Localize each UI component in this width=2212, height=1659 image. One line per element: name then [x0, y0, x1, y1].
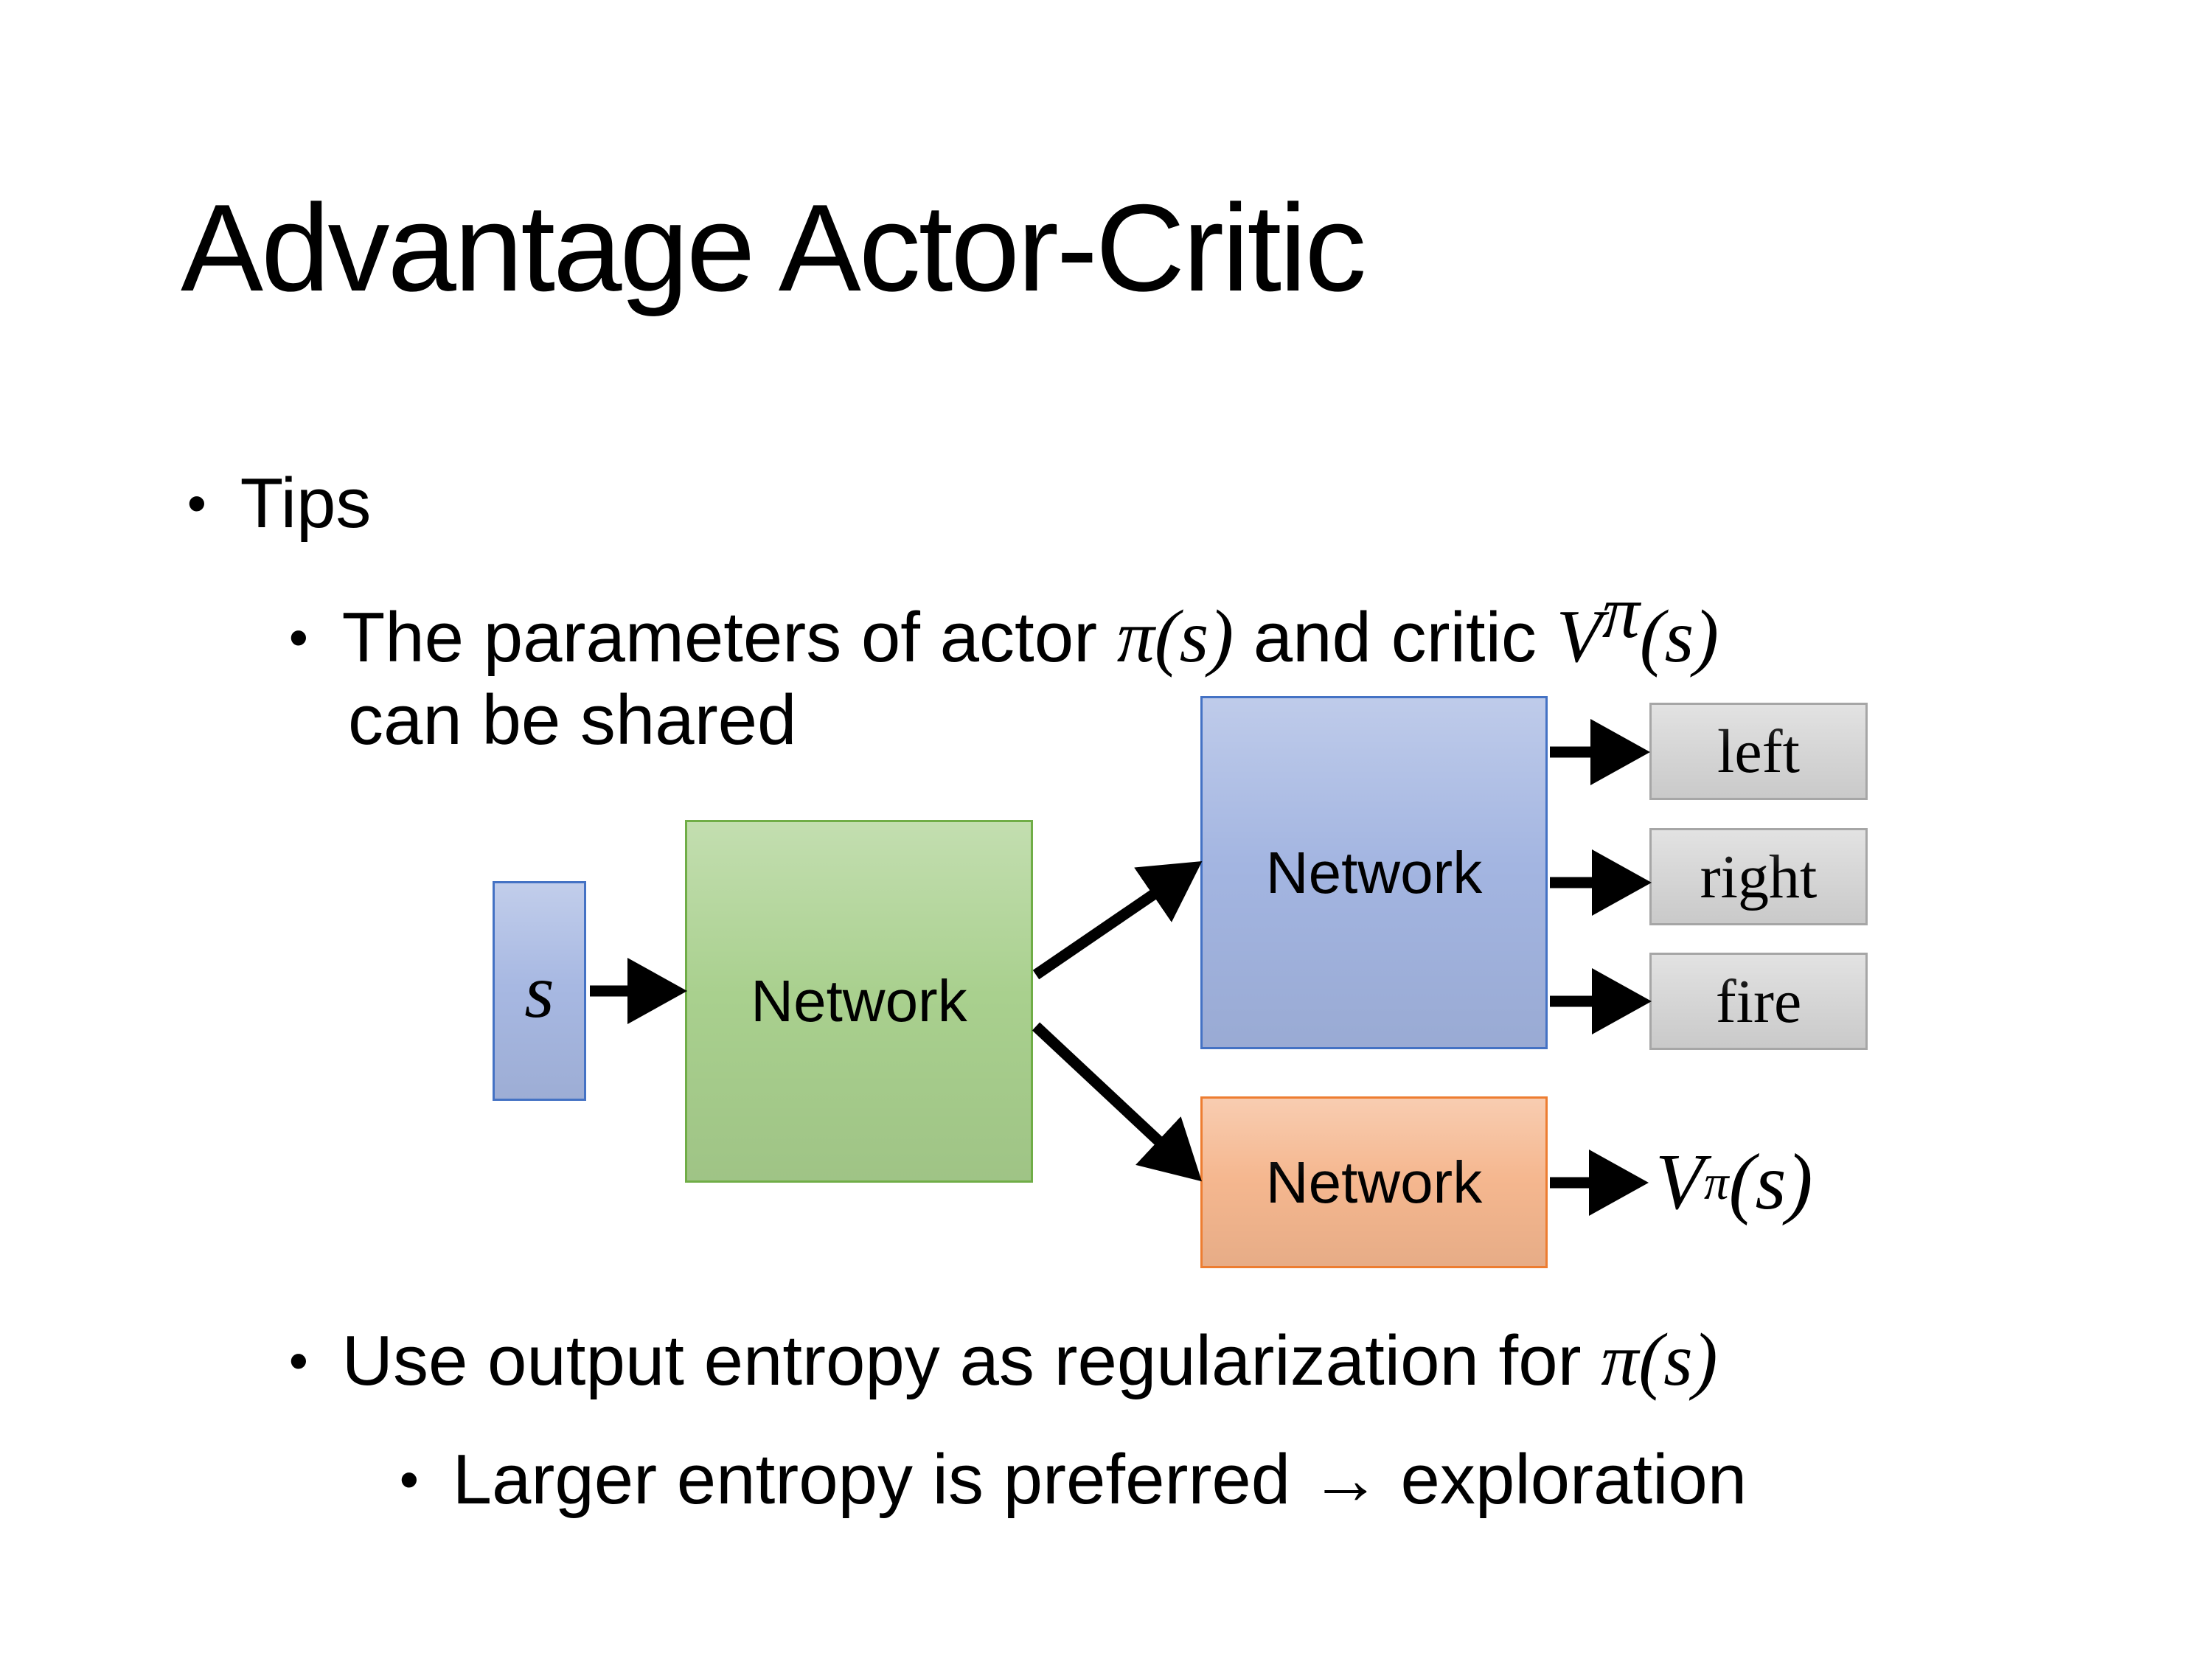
math-v-sup-pi: π	[1601, 571, 1640, 654]
shared-network-box: Network	[685, 820, 1033, 1183]
critic-network-label: Network	[1265, 1149, 1483, 1215]
action-label-fire: fire	[1715, 967, 1802, 1036]
bullet-dot: •	[399, 1448, 419, 1511]
bullet-dot: •	[288, 1329, 308, 1392]
bullet-parameters: • The parameters of actor π(s) and critic…	[286, 569, 1719, 680]
state-label: s	[524, 948, 554, 1034]
bullet-tips-label: Tips	[240, 464, 372, 543]
action-box-fire: fire	[1649, 953, 1868, 1050]
arrow-shared-to-actor	[1032, 860, 1203, 980]
critic-output-sup-pi: π	[1703, 1155, 1729, 1210]
math-v-args: (s)	[1639, 595, 1719, 678]
state-box: s	[493, 881, 586, 1101]
action-label-right: right	[1700, 842, 1818, 911]
bullet-tips: • Tips	[184, 463, 372, 544]
slide-title: Advantage Actor-Critic	[181, 178, 1366, 317]
bullet-parameters-prefix: The parameters of actor	[341, 598, 1117, 677]
action-box-left: left	[1649, 703, 1868, 800]
shared-network-label: Network	[751, 968, 967, 1034]
actor-network-box: Network	[1200, 696, 1548, 1049]
actor-network-label: Network	[1265, 839, 1483, 905]
action-label-left: left	[1717, 717, 1800, 786]
bullet-entropy-prefix: Use output entropy as regularization for	[341, 1321, 1601, 1400]
bullet-parameters-line2: can be shared	[348, 680, 796, 761]
bullet-dot: •	[187, 472, 206, 535]
bullet-exploration: • Larger entropy is preferred → explorati…	[397, 1439, 1747, 1520]
bullet-entropy: • Use output entropy as regularization fo…	[286, 1317, 1718, 1403]
math-pi-s: π(s)	[1116, 595, 1234, 678]
critic-output-v: V	[1655, 1138, 1704, 1226]
critic-network-box: Network	[1200, 1096, 1548, 1268]
action-box-right: right	[1649, 828, 1868, 925]
critic-output-args: (s)	[1728, 1138, 1813, 1226]
bullet-exploration-text: Larger entropy is preferred → exploratio…	[452, 1440, 1747, 1519]
bullet-parameters-mid: and critic	[1234, 598, 1557, 677]
math-pi-s: π(s)	[1601, 1318, 1718, 1402]
arrow-shared-to-critic	[1032, 1022, 1202, 1182]
math-v: V	[1556, 595, 1602, 678]
bullet-dot: •	[288, 606, 308, 669]
bullet-parameters-line2-text: can be shared	[348, 681, 797, 759]
